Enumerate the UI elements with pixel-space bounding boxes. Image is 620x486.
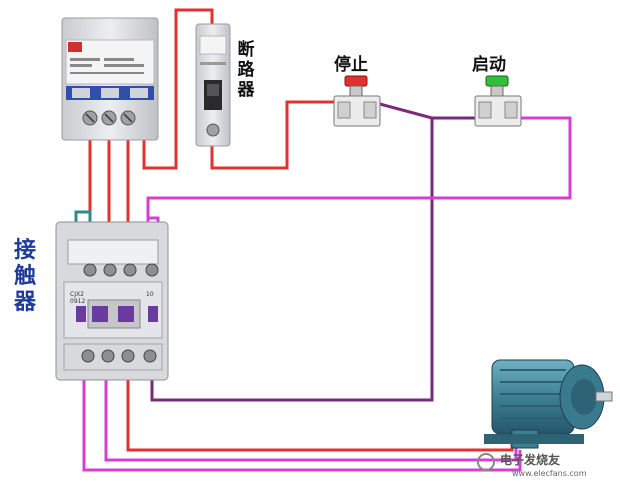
watermark-text: 电子发烧友: [500, 452, 560, 467]
motor: [484, 359, 613, 449]
wire-start-to-coil: [146, 116, 572, 240]
stop-button-cap: [344, 75, 368, 87]
stop-label: 停止: [334, 55, 368, 75]
breaker-label: 断 路 器: [236, 40, 256, 100]
contactor-label-char: 触: [13, 264, 36, 289]
breaker-label-char: 路: [237, 60, 255, 80]
contactor-label-char: 器: [13, 290, 36, 315]
stop-button: [333, 75, 381, 127]
wire-control-feed: [142, 8, 214, 170]
breaker-label-char: 断: [237, 40, 255, 60]
contactor: CJX2 0912 10: [55, 221, 169, 381]
three-pole-breaker: [61, 17, 159, 141]
contactor-top-terminals: [83, 263, 159, 277]
single-pole-breaker: [195, 23, 231, 147]
contactor-indicator: [92, 306, 108, 322]
start-label: 启动: [472, 55, 506, 75]
wire-coil-return: [150, 118, 434, 402]
start-button: [474, 75, 522, 127]
wire-motor-u: [82, 368, 522, 472]
contactor-indicator: [118, 306, 134, 322]
breaker-label-char: 器: [237, 80, 255, 100]
watermark: 电子发烧友 www.elecfans.com: [477, 452, 587, 478]
motor-shaft: [595, 391, 613, 402]
contactor-model: CJX2 0912: [70, 291, 86, 305]
wire-motor-v: [104, 368, 518, 462]
contactor-aux-label: 10: [146, 291, 154, 298]
start-button-cap: [485, 75, 509, 87]
wire-stop-to-start: [379, 102, 480, 120]
wire-breaker-to-stop: [210, 100, 335, 170]
watermark-url: www.elecfans.com: [512, 469, 587, 478]
breaker-brand-mark: [68, 42, 82, 52]
contactor-label: 接 触 器: [12, 238, 38, 316]
wire-motor-w: [126, 368, 514, 452]
contactor-label-char: 接: [13, 238, 36, 263]
contactor-bottom-terminals: [81, 349, 157, 363]
